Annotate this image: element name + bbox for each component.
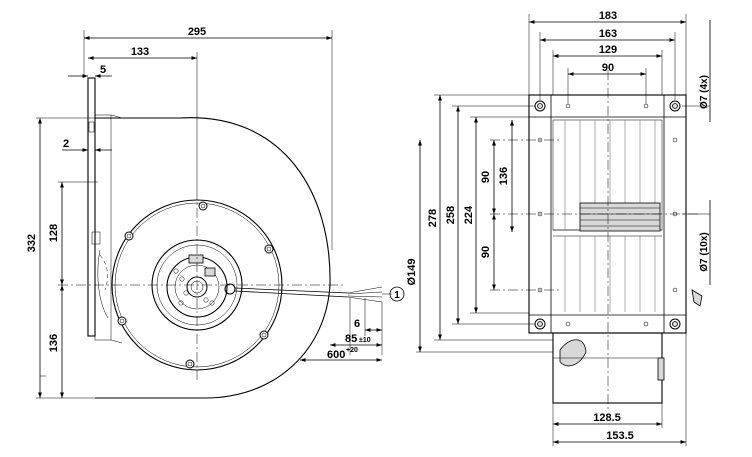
dim-2: 2 — [63, 138, 69, 150]
dim-295: 295 — [188, 26, 206, 38]
dim-90-lower: 90 — [480, 246, 492, 258]
dim-90-top: 90 — [602, 62, 614, 74]
front-view: 183 163 129 90 278 258 224 90 90 136 — [406, 10, 711, 446]
dim-6: 6 — [354, 318, 360, 330]
dim-85-tolerance: ±10 — [359, 337, 371, 344]
dim-600: 600 — [327, 349, 345, 361]
dim-129: 129 — [599, 44, 617, 56]
dim-278: 278 — [427, 209, 439, 227]
dim-183: 183 — [599, 10, 617, 22]
callout-circle — [389, 286, 405, 302]
dim-136-front: 136 — [498, 167, 510, 185]
dim-258: 258 — [445, 206, 457, 224]
dim-128-5: 128.5 — [593, 412, 621, 424]
motor-body — [579, 202, 661, 232]
dim-85: 85 — [345, 333, 357, 345]
mounting-plate — [87, 77, 96, 337]
dim-224: 224 — [463, 205, 475, 224]
dim-90-upper: 90 — [480, 171, 492, 183]
dim-332: 332 — [26, 234, 38, 252]
dim-153-5: 153.5 — [606, 430, 634, 442]
fixing-holes — [117, 201, 274, 369]
dim-133: 133 — [131, 46, 149, 58]
cable — [224, 283, 383, 303]
hole-label-4x: Ø7 (4x) — [699, 75, 710, 109]
dim-5: 5 — [100, 64, 106, 76]
scroll-housing — [95, 117, 331, 399]
dim-128: 128 — [48, 224, 60, 242]
callout-number: 1 — [394, 290, 400, 301]
dim-600-tolerance: +20 — [346, 347, 358, 354]
corner-holes — [534, 100, 681, 330]
side-view: 295 133 5 2 332 128 136 6 85 ±10 600 +20 — [26, 26, 405, 399]
dim-163: 163 — [599, 28, 617, 40]
hole-label-10x: Ø7 (10x) — [699, 232, 710, 271]
dim-149: Ø149 — [406, 259, 418, 286]
dim-136-side: 136 — [48, 334, 60, 352]
